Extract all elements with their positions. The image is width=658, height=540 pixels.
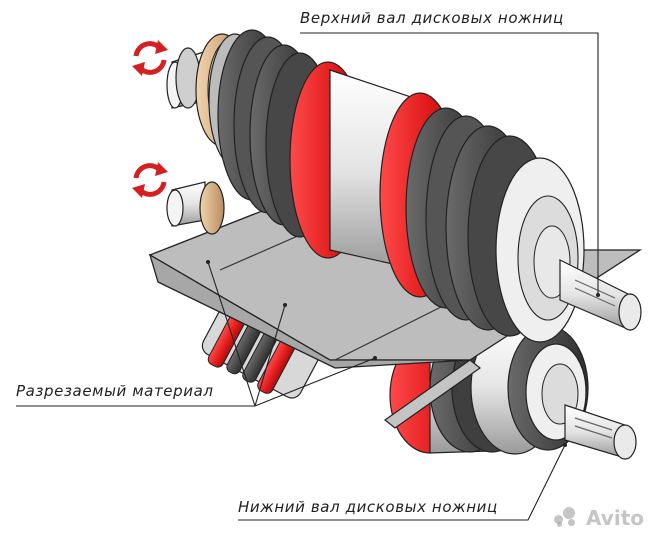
lower-shaft-stub <box>564 404 637 460</box>
material-label: Разрезаемый материал <box>16 382 214 400</box>
upper-shaft-disc-stack-right <box>405 107 553 337</box>
sheet-material-cut-line <box>219 234 301 271</box>
leader-line-material <box>207 261 256 407</box>
avito-watermark-text: Avito <box>586 506 644 530</box>
upper-shaft <box>166 29 642 343</box>
lower-shaft-left-stub <box>166 181 225 235</box>
rotate-arrows-icon <box>132 162 168 198</box>
leader-line-material <box>254 357 376 407</box>
leader-lines <box>16 32 599 521</box>
upper-shaft-right-stub <box>559 259 642 331</box>
upper-shaft-label: Верхний вал дисковых ножниц <box>300 9 564 27</box>
lower-shaft-label: Нижний вал дисковых ножниц <box>238 498 498 516</box>
avito-watermark: Avito <box>554 506 644 530</box>
leader-line-material <box>254 304 286 407</box>
sheet-material-cut-line <box>334 304 446 361</box>
sheet-material-front-strip <box>148 253 471 369</box>
sheet-material-right-strip <box>384 359 481 429</box>
rotate-arrows-icon <box>132 40 168 76</box>
leader-line-top-shaft <box>300 32 599 295</box>
leader-line-bottom-shaft <box>238 444 566 521</box>
avito-logo-icon <box>554 507 580 529</box>
